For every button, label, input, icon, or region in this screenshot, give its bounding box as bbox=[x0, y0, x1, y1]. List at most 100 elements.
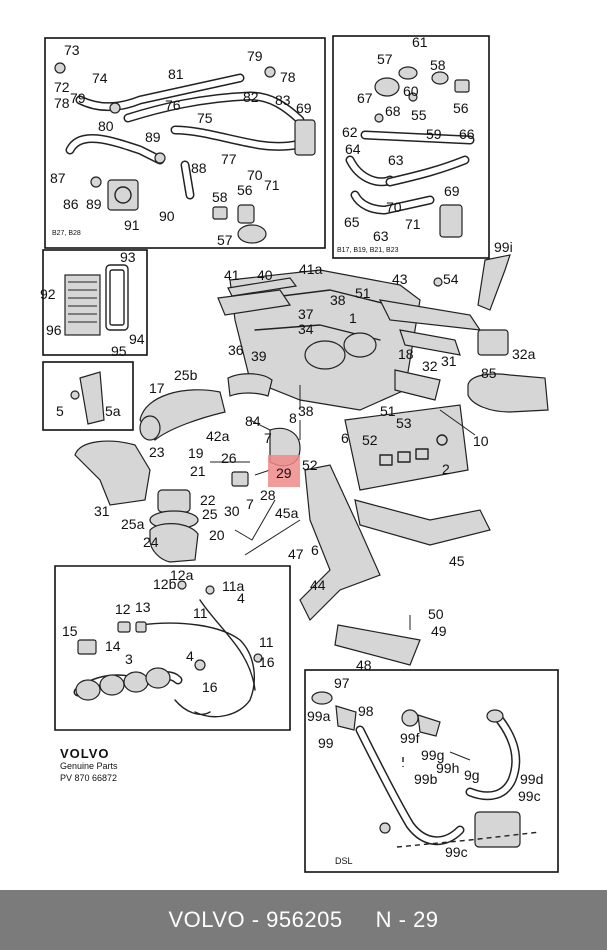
label-61: 61 bbox=[412, 34, 428, 50]
main-assembly bbox=[74, 254, 549, 666]
label-23: 23 bbox=[149, 444, 165, 460]
bracket-parts bbox=[70, 371, 105, 425]
label-71b: 71 bbox=[405, 216, 421, 232]
inset-frame-airbox bbox=[42, 249, 148, 356]
label-32a: 32a bbox=[512, 346, 536, 362]
label-99h: 99h bbox=[436, 760, 459, 776]
label-52a: 52 bbox=[362, 432, 378, 448]
label-12: 12 bbox=[115, 601, 131, 617]
label-45a: 45a bbox=[275, 505, 299, 521]
label-94: 94 bbox=[129, 331, 145, 347]
label-45: 45 bbox=[449, 553, 465, 569]
label-3: 3 bbox=[125, 651, 133, 667]
label-50: 50 bbox=[428, 606, 444, 622]
label-69a: 69 bbox=[296, 100, 312, 116]
label-4a: 4 bbox=[237, 590, 245, 606]
label-11b: 11 bbox=[193, 605, 208, 621]
label-59: 59 bbox=[426, 126, 442, 142]
label-77: 77 bbox=[221, 151, 237, 167]
inset-frame-dsl bbox=[304, 669, 559, 873]
label-73: 73 bbox=[64, 42, 80, 58]
label-70b: 70 bbox=[386, 199, 402, 215]
label-66: 66 bbox=[459, 126, 475, 142]
label-97: 97 bbox=[334, 675, 350, 691]
label-68: 68 bbox=[385, 103, 401, 119]
label-6b: 6 bbox=[311, 542, 319, 558]
inset-frame-b17 bbox=[332, 35, 490, 259]
label-67: 67 bbox=[357, 90, 373, 106]
label-99c2: 99c bbox=[445, 844, 468, 860]
label-90: 90 bbox=[159, 208, 175, 224]
label-14: 14 bbox=[105, 638, 121, 654]
label-65: 65 bbox=[344, 214, 360, 230]
label-39: 39 bbox=[251, 348, 267, 364]
brand-name: VOLVO bbox=[60, 746, 110, 761]
label-12a: 12a bbox=[170, 567, 194, 583]
inset-tag-b27: B27, B28 bbox=[52, 230, 81, 237]
label-64: 64 bbox=[345, 141, 361, 157]
inset-frame-preheater bbox=[54, 565, 291, 731]
label-91: 91 bbox=[124, 217, 140, 233]
label-49: 49 bbox=[431, 623, 447, 639]
label-99i: 99i bbox=[494, 239, 513, 255]
label-99a: 99a bbox=[307, 708, 331, 724]
label-1: 1 bbox=[349, 310, 357, 326]
label-99f: 99f bbox=[400, 730, 420, 746]
label-44: 44 bbox=[310, 577, 326, 593]
label-31a: 31 bbox=[441, 353, 457, 369]
label-93: 93 bbox=[120, 249, 136, 265]
label-5a: 5a bbox=[105, 403, 121, 419]
label-84: 84 bbox=[245, 413, 261, 429]
label-36: 36 bbox=[228, 342, 244, 358]
label-7b: 7 bbox=[246, 496, 254, 512]
inset-b17-parts bbox=[345, 66, 475, 238]
label-78a: 78 bbox=[54, 95, 70, 111]
label-16b: 16 bbox=[202, 679, 218, 695]
label-32: 32 bbox=[422, 358, 438, 374]
brand-line2: PV 870 66872 bbox=[60, 773, 117, 783]
label-28: 28 bbox=[260, 487, 276, 503]
label-25: 25 bbox=[202, 506, 218, 522]
label-60: 60 bbox=[403, 83, 419, 99]
label-82: 82 bbox=[243, 89, 259, 105]
label-62: 62 bbox=[342, 124, 358, 140]
label-15: 15 bbox=[62, 623, 78, 639]
label-17: 17 bbox=[149, 380, 165, 396]
label-37: 37 bbox=[298, 306, 314, 322]
label-10: 10 bbox=[473, 433, 489, 449]
footer-bar: VOLVO - 956205 N - 29 bbox=[0, 890, 607, 950]
label-38a: 38 bbox=[330, 292, 346, 308]
label-54: 54 bbox=[443, 271, 459, 287]
label-85: 85 bbox=[481, 365, 497, 381]
label-56b: 56 bbox=[453, 100, 469, 116]
label-70a: 70 bbox=[247, 167, 263, 183]
label-30: 30 bbox=[224, 503, 240, 519]
footer-text: VOLVO - 956205 N - 29 bbox=[168, 907, 439, 932]
label-42a: 42a bbox=[206, 428, 230, 444]
label-8: 8 bbox=[289, 410, 297, 426]
label-58a: 58 bbox=[212, 189, 228, 205]
label-89b: 89 bbox=[86, 196, 102, 212]
dsl-parts bbox=[311, 691, 541, 848]
label-80: 80 bbox=[98, 118, 114, 134]
label-74: 74 bbox=[92, 70, 108, 86]
label-57b: 57 bbox=[377, 51, 393, 67]
label-9g: 9g bbox=[464, 767, 480, 783]
label-12b: 12b bbox=[153, 576, 177, 592]
label-18: 18 bbox=[398, 346, 414, 362]
label-6: 6 bbox=[341, 430, 349, 446]
label-88: 88 bbox=[191, 160, 207, 176]
label-51b: 51 bbox=[380, 403, 396, 419]
label-41a: 41a bbox=[299, 261, 323, 277]
label-40: 40 bbox=[257, 267, 273, 283]
label-99: 99 bbox=[318, 735, 334, 751]
label-31b: 31 bbox=[94, 503, 110, 519]
label-96: 96 bbox=[46, 322, 62, 338]
label-43: 43 bbox=[392, 271, 408, 287]
label-63a: 63 bbox=[388, 152, 404, 168]
label-69b: 69 bbox=[444, 183, 460, 199]
label-5: 5 bbox=[56, 403, 64, 419]
label-86: 86 bbox=[63, 196, 79, 212]
label-11a: 11a bbox=[222, 578, 245, 594]
label-99g: 99g bbox=[421, 747, 444, 763]
